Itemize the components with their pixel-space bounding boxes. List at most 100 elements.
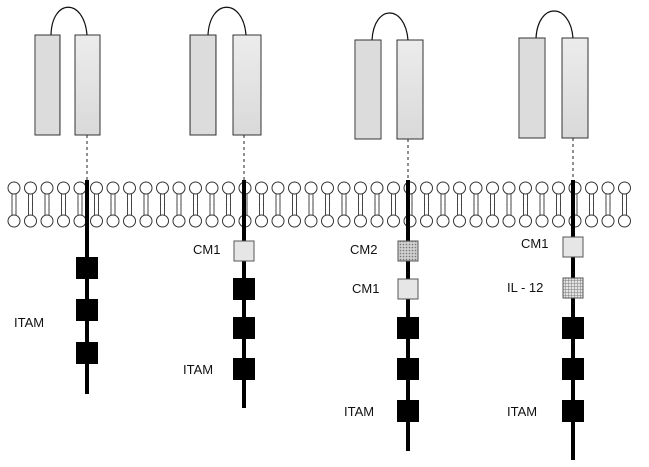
domain-label-itam: ITAM — [344, 404, 374, 419]
lipid-head — [535, 214, 549, 228]
lipid-head — [156, 214, 169, 228]
domain-label-cm1: CM1 — [352, 281, 379, 296]
scfv-variable-light-chain — [34, 34, 61, 136]
lipid-head — [535, 181, 549, 195]
lipid-head — [486, 181, 499, 195]
lipid-head — [172, 181, 186, 195]
itam-domain — [233, 358, 255, 380]
domain-label-itam: ITAM — [183, 362, 213, 377]
lipid-head — [618, 181, 631, 195]
itam-domain — [397, 358, 419, 380]
domain-label-cm1: CM1 — [521, 236, 548, 251]
cell-membrane — [7, 181, 631, 228]
lipid-head — [601, 214, 615, 228]
lipid-head — [7, 181, 21, 195]
lipid-head — [387, 181, 400, 195]
lipid-head — [222, 214, 235, 228]
lipid-head — [90, 214, 103, 228]
scfv-linker — [50, 6, 88, 36]
scfv-variable-heavy-chain — [232, 34, 262, 136]
lipid-head — [205, 214, 219, 228]
lipid-head — [106, 214, 120, 228]
itam-domain — [76, 299, 98, 321]
itam-domain — [233, 278, 255, 300]
lipid-head — [189, 181, 202, 195]
scfv-variable-heavy-chain — [561, 37, 589, 139]
lipid-head — [469, 181, 483, 195]
scfv-variable-heavy-chain — [74, 34, 101, 136]
lipid-head — [304, 181, 318, 195]
lipid-head — [420, 181, 433, 195]
itam-domain — [233, 317, 255, 339]
lipid-head — [255, 214, 268, 228]
lipid-head — [304, 214, 318, 228]
lipid-head — [436, 214, 450, 228]
lipid-head — [321, 181, 334, 195]
scfv-variable-heavy-chain — [396, 39, 424, 140]
lipid-head — [354, 181, 367, 195]
domain-label-cm1: CM1 — [193, 242, 220, 257]
scfv-linker — [207, 6, 247, 36]
itam-domain — [562, 358, 584, 380]
scfv-variable-light-chain — [518, 37, 546, 139]
il-12-domain — [562, 277, 584, 299]
costimulatory-domain — [397, 240, 419, 262]
lipid-head — [106, 181, 120, 195]
itam-domain — [76, 342, 98, 364]
scfv-variable-light-chain — [189, 34, 217, 136]
costimulatory-domain — [562, 236, 584, 258]
lipid-head — [552, 181, 565, 195]
lipid-head — [57, 181, 70, 195]
lipid-head — [123, 214, 136, 228]
domain-label-il-12: IL - 12 — [507, 280, 543, 295]
lipid-head — [123, 181, 136, 195]
lipid-head — [255, 181, 268, 195]
lipid-head — [7, 214, 21, 228]
car-construct-1 — [34, 6, 101, 394]
lipid-head — [469, 214, 483, 228]
lipid-head — [90, 181, 103, 195]
lipid-head — [205, 181, 219, 195]
lipid-head — [486, 214, 499, 228]
lipid-head — [288, 181, 301, 195]
lipid-head — [321, 214, 334, 228]
domain-label-itam: ITAM — [14, 315, 44, 330]
lipid-head — [139, 214, 153, 228]
car-construct-4 — [518, 10, 589, 460]
lipid-head — [453, 181, 466, 195]
lipid-head — [519, 214, 532, 228]
lipid-head — [189, 214, 202, 228]
lipid-head — [420, 214, 433, 228]
lipid-head — [502, 214, 516, 228]
lipid-head — [370, 181, 384, 195]
lipid-head — [585, 181, 598, 195]
costimulatory-domain — [397, 278, 419, 300]
car-construct-3 — [354, 12, 424, 451]
itam-domain — [76, 257, 98, 279]
lipid-head — [271, 181, 285, 195]
lipid-head — [337, 181, 351, 195]
lipid-head — [453, 214, 466, 228]
lipid-head — [73, 214, 87, 228]
lipid-head — [502, 181, 516, 195]
lipid-head — [288, 214, 301, 228]
scfv-linker — [371, 12, 409, 41]
lipid-head — [139, 181, 153, 195]
lipid-head — [519, 181, 532, 195]
lipid-head — [370, 214, 384, 228]
scfv-variable-light-chain — [354, 39, 382, 140]
lipid-head — [172, 214, 186, 228]
lipid-head — [271, 214, 285, 228]
lipid-head — [618, 214, 631, 228]
lipid-head — [24, 214, 37, 228]
lipid-head — [57, 214, 70, 228]
itam-domain — [562, 400, 584, 422]
costimulatory-domain — [233, 240, 255, 262]
lipid-head — [337, 214, 351, 228]
lipid-head — [387, 214, 400, 228]
lipid-head — [222, 181, 235, 195]
lipid-head — [40, 214, 54, 228]
lipid-head — [40, 181, 54, 195]
itam-domain — [562, 317, 584, 339]
